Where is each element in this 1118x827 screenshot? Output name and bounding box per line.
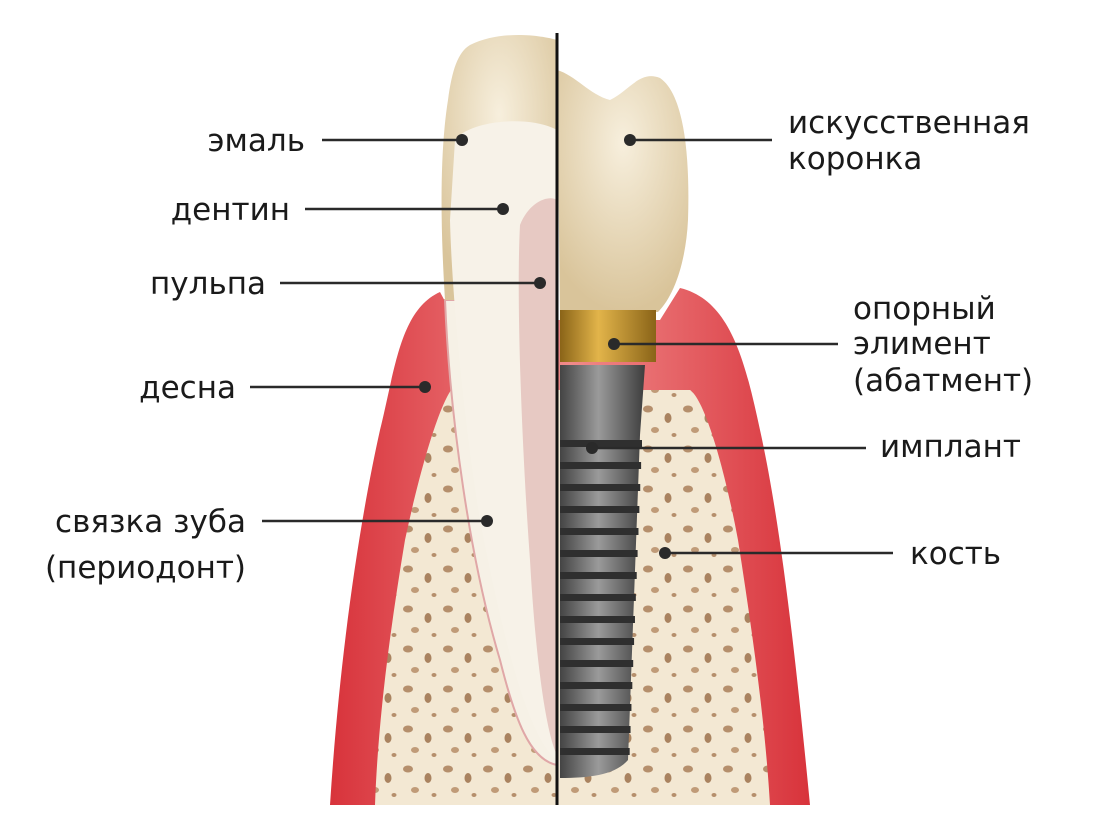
implant-thread [560, 484, 641, 491]
implant-thread [560, 660, 634, 667]
implant-thread [560, 748, 630, 755]
label-crown-line1: искусственная [788, 105, 1030, 141]
implant-thread [560, 704, 632, 711]
implant-thread [560, 462, 642, 469]
implant-thread [560, 528, 639, 535]
label-abutment-line1: опорный [853, 291, 996, 327]
label-dentin: дентин [171, 192, 290, 228]
label-bone: кость [910, 536, 1001, 572]
leader-dentin [305, 203, 509, 215]
leader-implant [586, 442, 866, 454]
implant-thread [560, 506, 640, 513]
label-gum: десна [139, 370, 236, 406]
artificial-crown [557, 70, 689, 312]
label-pulp: пульпа [150, 266, 266, 302]
implant-thread [560, 682, 633, 689]
implant-thread [560, 726, 631, 733]
implant-thread [560, 638, 635, 645]
leader-ligament [262, 515, 493, 527]
label-abutment-line3: (абатмент) [853, 363, 1033, 399]
leader-abutment [608, 338, 838, 350]
implant-threads [560, 440, 642, 755]
leader-gum [250, 381, 431, 393]
implant-thread [560, 550, 638, 557]
leader-pulp [280, 277, 546, 289]
label-ligament-line1: связка зуба [55, 504, 246, 540]
label-enamel: эмаль [208, 123, 305, 159]
leader-enamel [322, 134, 468, 146]
label-implant: имплант [880, 429, 1021, 465]
implant-thread [560, 616, 635, 623]
implant-thread [560, 594, 636, 601]
abutment [560, 310, 656, 362]
pulp-shape [518, 198, 557, 755]
label-abutment-line2: элимент [853, 326, 991, 362]
implant-thread [560, 572, 637, 579]
label-ligament-line2: (периодонт) [45, 550, 246, 586]
leader-bone [659, 547, 893, 559]
implant-thread [560, 440, 642, 447]
label-crown-line2: коронка [788, 141, 922, 177]
leader-crown [624, 134, 772, 146]
